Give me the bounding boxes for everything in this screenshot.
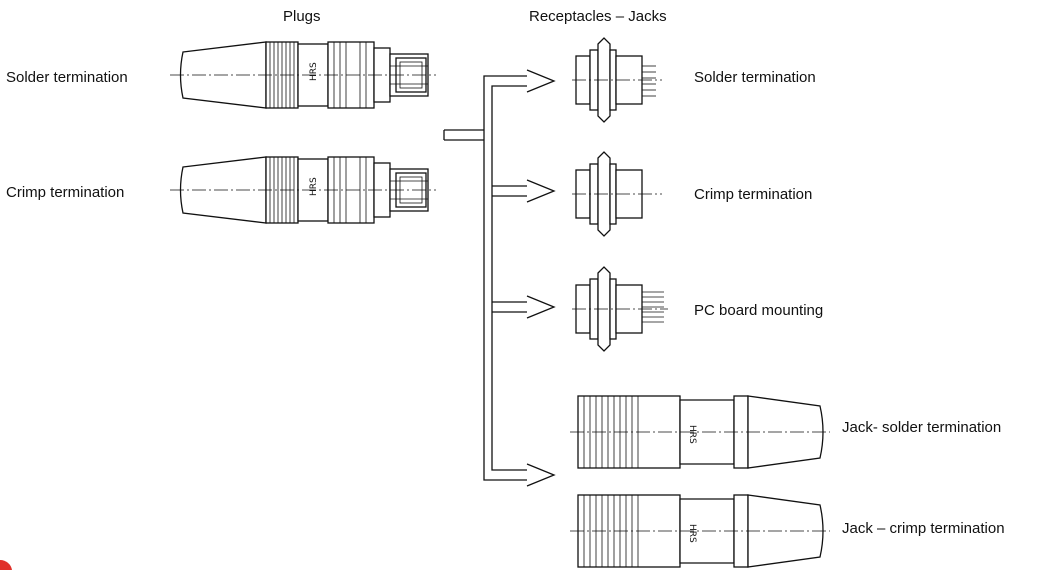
receptacle-crimp-label: Crimp termination — [694, 186, 813, 203]
plug-solder-icon — [170, 41, 436, 109]
plugs-header: Plugs — [283, 8, 321, 25]
jack-solder-label: Jack- solder termination — [842, 419, 1002, 436]
jack-crimp-label: Jack – crimp termination — [842, 520, 1005, 537]
receptacle-pcb-icon — [572, 266, 668, 352]
plug-solder-label: Solder termination — [6, 69, 128, 86]
jack-solder-icon — [570, 395, 830, 469]
jack-crimp-icon — [570, 494, 830, 568]
receptacle-solder-icon — [572, 37, 662, 123]
receptacle-solder-label: Solder termination — [694, 69, 816, 86]
plug-crimp-icon — [170, 156, 436, 224]
receptacle-crimp-icon — [572, 151, 662, 237]
receptacle-pcb-label: PC board mounting — [694, 302, 824, 319]
receptacles-header: Receptacles – Jacks — [529, 8, 667, 25]
corner-mark — [0, 559, 12, 570]
branch-arrow — [443, 69, 556, 487]
plug-crimp-label: Crimp termination — [6, 184, 125, 201]
